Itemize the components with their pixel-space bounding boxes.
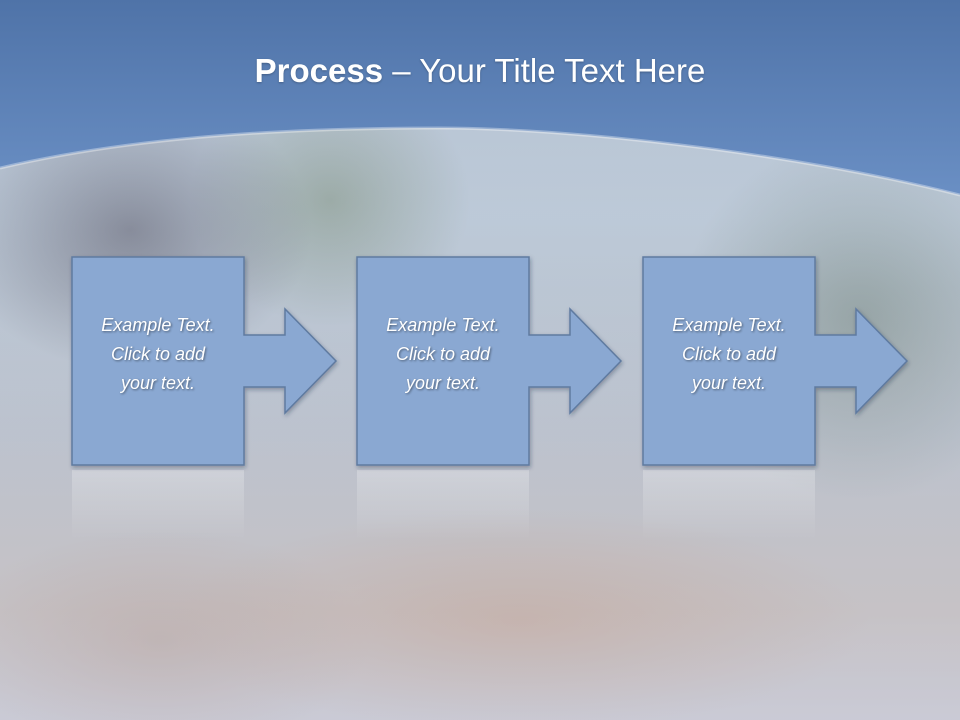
step-1-line-3: your text. <box>120 373 196 393</box>
step-3-line-2: Click to add <box>681 344 777 364</box>
step-2-line-1: Example Text. <box>386 315 500 335</box>
step-1-reflection <box>72 470 244 540</box>
step-3-line-3: your text. <box>691 373 767 393</box>
step-2-text[interactable]: Example Text. Click to add your text. <box>357 311 529 398</box>
title-banner <box>0 0 960 197</box>
slide-title[interactable]: Process – Your Title Text Here <box>0 52 960 90</box>
title-rest-text: – Your Title Text Here <box>383 52 706 89</box>
shape-reflections <box>72 470 815 540</box>
step-2-reflection <box>357 470 529 540</box>
step-2-arrow-shape <box>356 256 623 466</box>
step-2-line-3: your text. <box>405 373 481 393</box>
step-1-text[interactable]: Example Text. Click to add your text. <box>72 311 244 398</box>
step-1-line-1: Example Text. <box>101 315 215 335</box>
step-1-arrow-shape <box>71 256 338 466</box>
step-3-line-1: Example Text. <box>672 315 786 335</box>
banner-highlight-arc <box>0 126 960 197</box>
step-3-arrow-shape <box>642 256 909 466</box>
banner-shape <box>0 0 960 195</box>
step-3-text[interactable]: Example Text. Click to add your text. <box>643 311 815 398</box>
title-bold-text: Process <box>254 52 384 89</box>
step-1-line-2: Click to add <box>110 344 206 364</box>
step-3-reflection <box>643 470 815 540</box>
step-2-line-2: Click to add <box>395 344 491 364</box>
